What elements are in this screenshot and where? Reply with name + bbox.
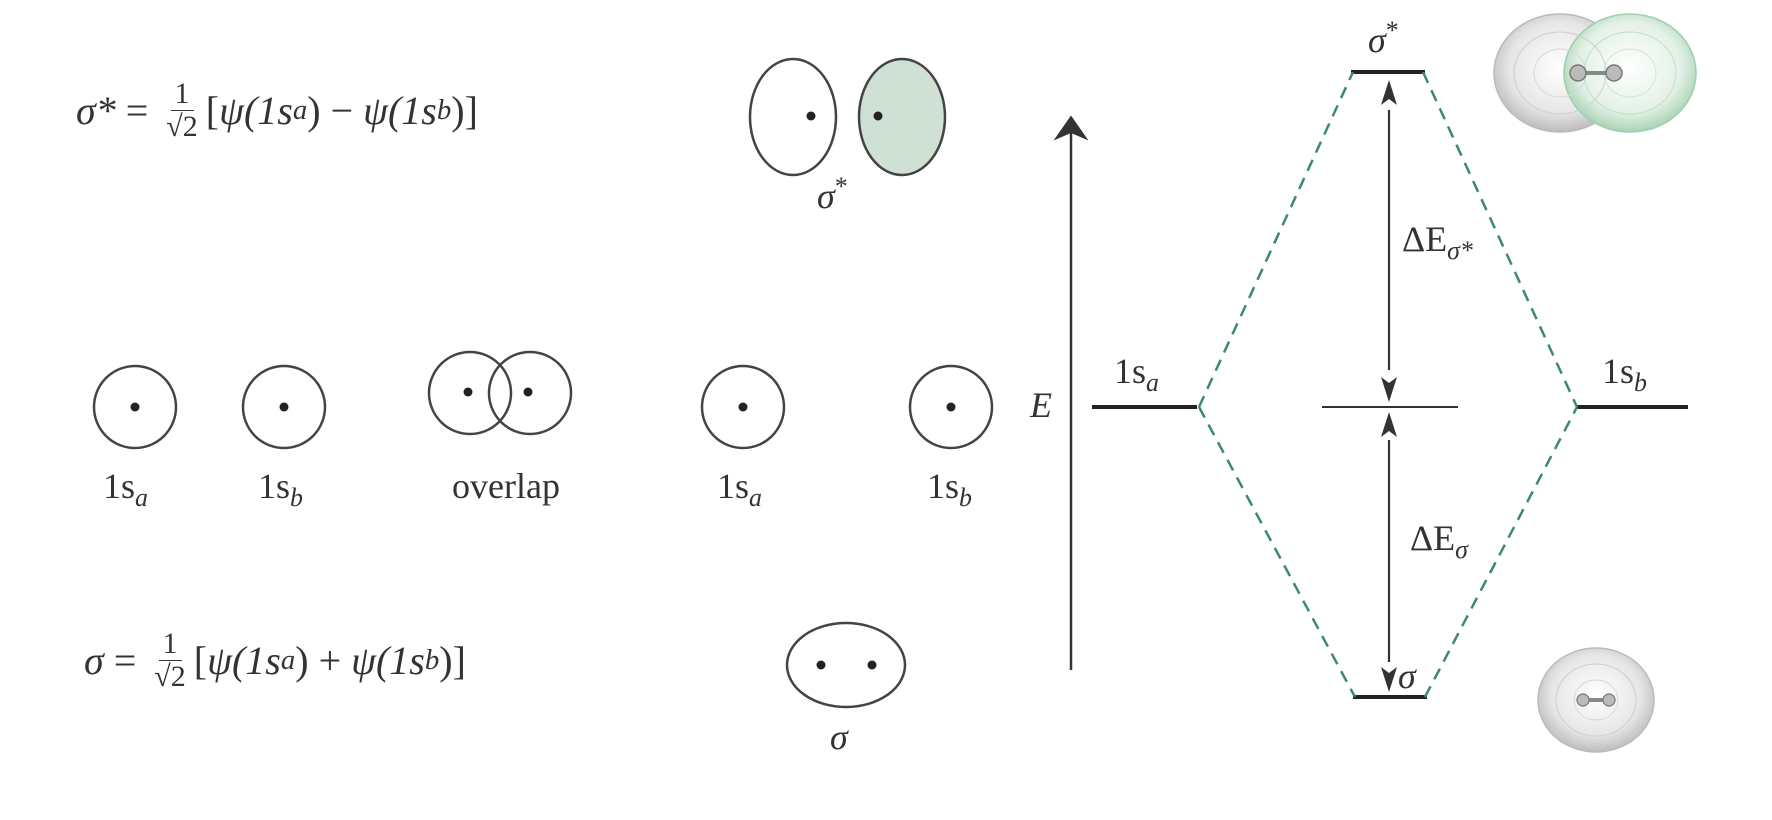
delta-bottom-arrowhead-down <box>1381 667 1397 692</box>
antibonding-mesh-render <box>1493 13 1697 133</box>
delta-top-arrowhead-down <box>1381 377 1397 402</box>
eq-bracket-open: [ <box>193 637 208 683</box>
frac-den: √2 <box>154 659 186 693</box>
eq-psi-b: ψ(1s <box>351 637 425 683</box>
frac-num: 1 <box>158 628 182 661</box>
eq-sub-b: b <box>424 643 440 676</box>
label-overlap: overlap <box>452 466 560 506</box>
eq-sub-a: a <box>280 643 296 676</box>
correlation-lines <box>1197 71 1579 698</box>
eq-equals: = <box>113 637 137 683</box>
dash-1sa-to-sigma-star <box>1197 71 1355 408</box>
eq-psi-a: ψ(1s <box>219 87 293 133</box>
level-label-sigma: σ <box>1398 656 1416 696</box>
nucleus-dot <box>463 387 473 397</box>
antibonding-lobe-right <box>857 57 947 177</box>
nucleus-dot <box>816 660 826 670</box>
eq-paren-close: ) <box>307 87 321 133</box>
eq-fraction: 1 √2 <box>152 628 187 692</box>
nucleus-dot <box>806 111 816 121</box>
eq-lhs: σ <box>84 637 104 683</box>
energy-axis-label: E <box>1030 385 1052 425</box>
level-label-sigma-star: σ* <box>1368 16 1399 60</box>
overlap-circle-a <box>427 350 513 436</box>
antibonding-lobe-left <box>748 57 838 177</box>
nucleus-dot <box>738 402 748 412</box>
eq-sub-b: b <box>436 93 452 126</box>
delta-e-sigma: ΔEσ <box>1410 518 1468 565</box>
frac-num: 1 <box>170 78 194 111</box>
eq-equals: = <box>125 87 149 133</box>
label-sigma: σ <box>830 717 848 757</box>
level-label-1sb: 1sb <box>1602 351 1647 398</box>
label-1sa: 1sa <box>103 466 148 513</box>
bonding-ellipse <box>785 621 907 709</box>
orbital-1sb-right <box>908 364 994 450</box>
orbital-1sa-right <box>700 364 786 450</box>
antibonding-orbital-shape <box>748 57 947 177</box>
delta-e-sigma-star: ΔEσ* <box>1402 219 1473 266</box>
eq-sub-a: a <box>292 93 308 126</box>
frac-den: √2 <box>166 109 198 143</box>
eq-bracket-close: )] <box>451 87 478 133</box>
label-1sb: 1sb <box>258 466 303 513</box>
label-1sa-right: 1sa <box>717 466 762 513</box>
overlap-circle-b <box>487 350 573 436</box>
label-sigma-star: σ* <box>817 172 848 216</box>
orbital-1sb <box>241 364 327 450</box>
bonding-mesh-render <box>1537 647 1655 753</box>
orbital-1sa <box>92 364 178 450</box>
dash-1sa-to-sigma <box>1197 406 1357 698</box>
eq-lhs: σ* <box>76 87 116 133</box>
nucleus-dot <box>130 402 140 412</box>
nucleus-dot <box>873 111 883 121</box>
eq-minus: − <box>330 87 354 133</box>
eq-bracket-open: [ <box>205 87 220 133</box>
nucleus-dot <box>946 402 956 412</box>
nucleus-dot <box>523 387 533 397</box>
nucleus-dot <box>867 660 877 670</box>
atomic-orbitals-row <box>92 350 994 450</box>
level-label-1sa: 1sa <box>1114 351 1159 398</box>
delta-bottom-arrowhead-up <box>1381 412 1397 437</box>
eq-psi-a: ψ(1s <box>207 637 281 683</box>
eq-fraction: 1 √2 <box>164 78 199 142</box>
eq-paren-close: ) <box>295 637 309 683</box>
eq-psi-b: ψ(1s <box>363 87 437 133</box>
label-1sb-right: 1sb <box>927 466 972 513</box>
nucleus-dot <box>279 402 289 412</box>
eq-plus: + <box>318 637 342 683</box>
dash-sigma-star-to-1sb <box>1421 71 1579 408</box>
delta-top-arrowhead-up <box>1381 80 1397 105</box>
eq-bracket-close: )] <box>439 637 466 683</box>
bonding-orbital-shape <box>785 621 907 709</box>
dash-sigma-to-1sb <box>1423 406 1579 698</box>
